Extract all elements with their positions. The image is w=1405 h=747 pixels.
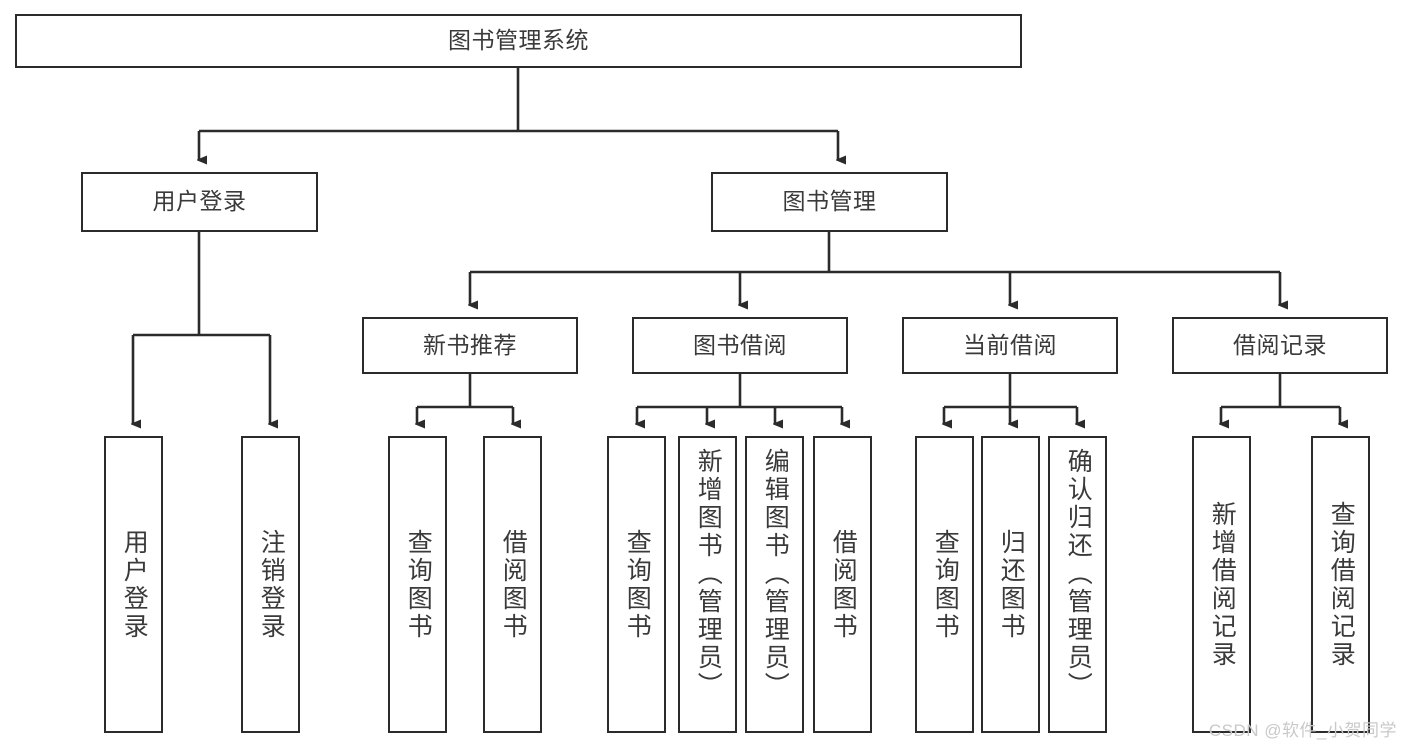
node-label: 查询图书	[404, 528, 433, 641]
leaf-book-borrow-query[interactable]: 查询图书	[607, 436, 666, 733]
node-borrow-record[interactable]: 借阅记录	[1172, 317, 1388, 374]
node-user-login[interactable]: 用户登录	[81, 172, 318, 232]
node-label: 新书推荐	[423, 331, 517, 358]
leaf-user-login-login[interactable]: 用户登录	[104, 436, 163, 733]
node-label: 归还图书	[997, 528, 1026, 641]
leaf-borrow-record-add[interactable]: 新增借阅记录	[1192, 436, 1251, 733]
leaf-book-borrow-add[interactable]: 新增图书（管理员）	[678, 436, 737, 733]
node-label: 借阅图书	[829, 528, 858, 641]
leaf-book-borrow-edit[interactable]: 编辑图书（管理员）	[745, 436, 804, 733]
node-book-management[interactable]: 图书管理	[711, 172, 948, 232]
leaf-current-borrow-return[interactable]: 归还图书	[981, 436, 1040, 733]
node-label: 新增图书（管理员）	[694, 448, 723, 700]
node-label: 图书借阅	[693, 331, 787, 358]
node-label: 查询借阅记录	[1327, 500, 1356, 669]
node-label: 查询图书	[623, 528, 652, 641]
leaf-new-book-query[interactable]: 查询图书	[388, 436, 447, 733]
leaf-current-borrow-confirm-return[interactable]: 确认归还（管理员）	[1048, 436, 1107, 733]
leaf-user-login-logout[interactable]: 注销登录	[241, 436, 300, 733]
leaf-borrow-record-query[interactable]: 查询借阅记录	[1311, 436, 1370, 733]
node-current-borrow[interactable]: 当前借阅	[902, 317, 1118, 374]
node-book-borrow[interactable]: 图书借阅	[632, 317, 848, 374]
node-new-book-recommend[interactable]: 新书推荐	[362, 317, 578, 374]
node-label: 借阅图书	[499, 528, 528, 641]
node-label: 图书管理	[782, 188, 877, 215]
node-label: 新增借阅记录	[1208, 500, 1237, 669]
leaf-book-borrow-borrow[interactable]: 借阅图书	[813, 436, 872, 733]
leaf-new-book-borrow[interactable]: 借阅图书	[483, 436, 542, 733]
node-label: 编辑图书（管理员）	[761, 448, 790, 700]
node-label: 借阅记录	[1233, 331, 1327, 358]
node-label: 确认归还（管理员）	[1064, 448, 1093, 700]
node-label: 用户登录	[120, 528, 149, 641]
csdn-watermark: CSDN @软件_小贺同学	[1208, 721, 1397, 740]
node-root-system[interactable]: 图书管理系统	[15, 14, 1022, 68]
node-label: 查询图书	[931, 528, 960, 641]
node-label: 注销登录	[257, 528, 286, 641]
node-label: 当前借阅	[963, 331, 1057, 358]
node-label: 图书管理系统	[448, 27, 589, 54]
node-label: 用户登录	[152, 188, 247, 215]
leaf-current-borrow-query[interactable]: 查询图书	[915, 436, 974, 733]
